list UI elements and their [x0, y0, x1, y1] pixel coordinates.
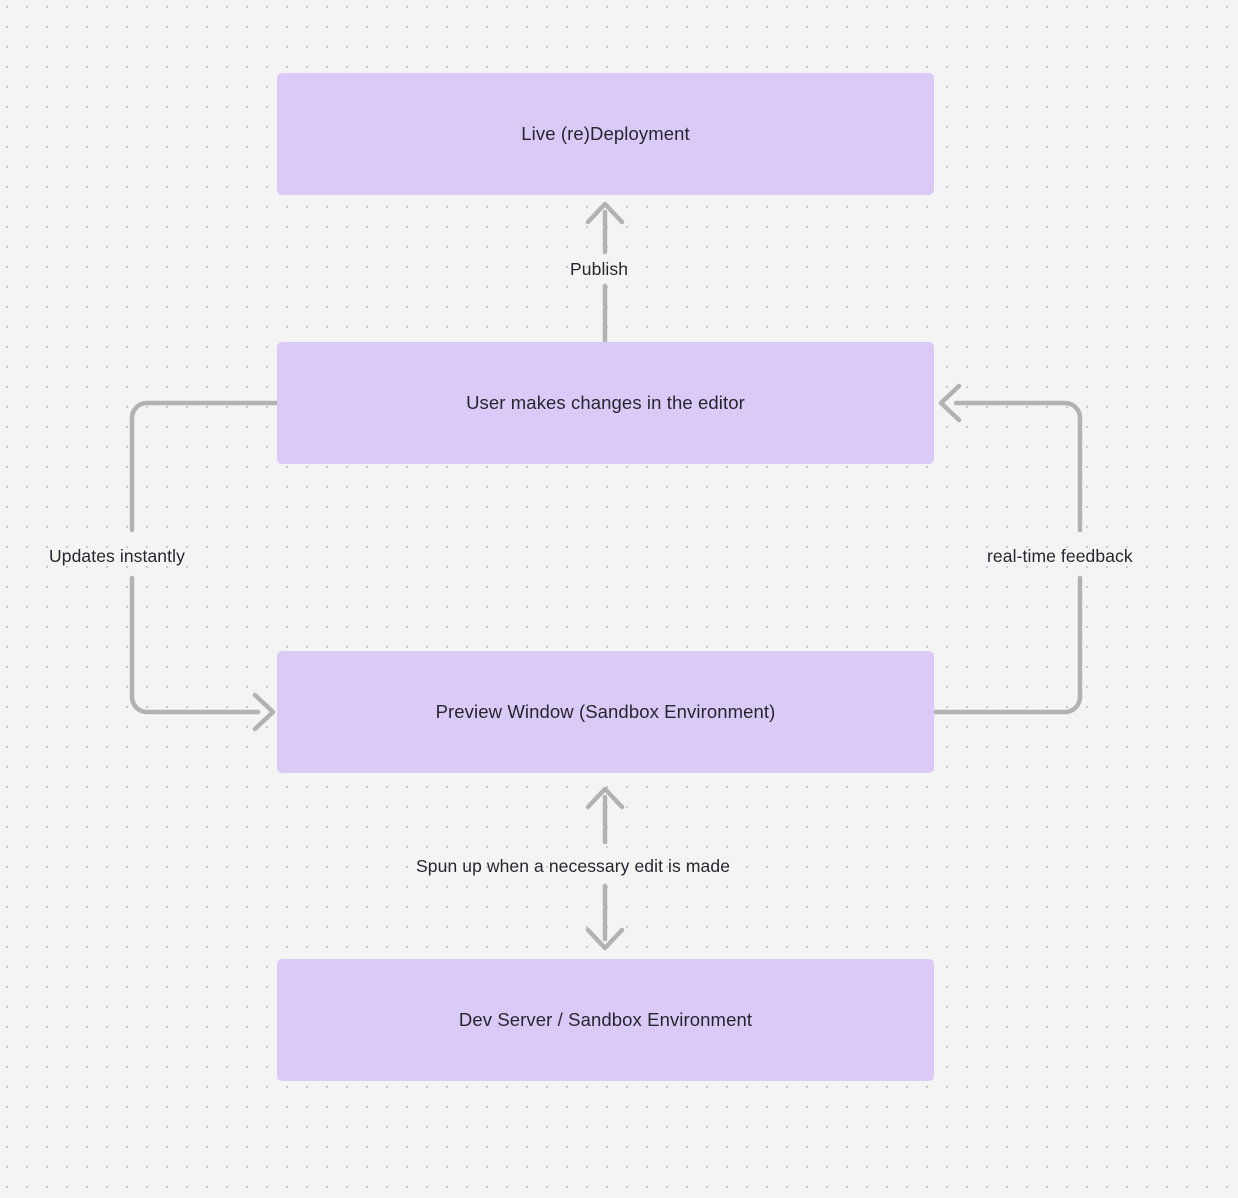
- node-dev-server[interactable]: Dev Server / Sandbox Environment: [277, 959, 934, 1081]
- edge-spunup-arrowhead-down-icon: [585, 927, 625, 951]
- node-live-redeployment-label: Live (re)Deployment: [521, 122, 690, 144]
- node-live-redeployment[interactable]: Live (re)Deployment: [277, 73, 934, 195]
- edge-spunup-arrowhead-up-icon: [585, 786, 625, 810]
- edge-updates-arrowhead-icon: [252, 692, 276, 732]
- node-preview-window[interactable]: Preview Window (Sandbox Environment): [277, 651, 934, 773]
- edge-updates-upper-stem: [129, 400, 279, 533]
- node-dev-server-label: Dev Server / Sandbox Environment: [458, 1008, 753, 1030]
- edge-label-spun-up: Spun up when a necessary edit is made: [416, 856, 731, 876]
- edge-updates-instantly: [129, 400, 279, 732]
- edge-realtime-upper-stem: [953, 400, 1083, 533]
- edge-label-real-time-feedback: real-time feedback: [987, 546, 1133, 566]
- node-preview-window-label: Preview Window (Sandbox Environment): [435, 700, 776, 722]
- node-user-makes-changes[interactable]: User makes changes in the editor: [277, 342, 934, 464]
- node-user-makes-changes-label: User makes changes in the editor: [466, 391, 745, 413]
- edge-realtime-lower-stem: [932, 575, 1083, 715]
- edge-label-updates-instantly: Updates instantly: [49, 546, 185, 566]
- edge-publish-arrowhead-icon: [585, 201, 625, 225]
- edge-realtime-arrowhead-icon: [938, 383, 962, 423]
- edge-updates-lower-stem: [129, 575, 261, 715]
- edge-label-publish: Publish: [570, 259, 629, 279]
